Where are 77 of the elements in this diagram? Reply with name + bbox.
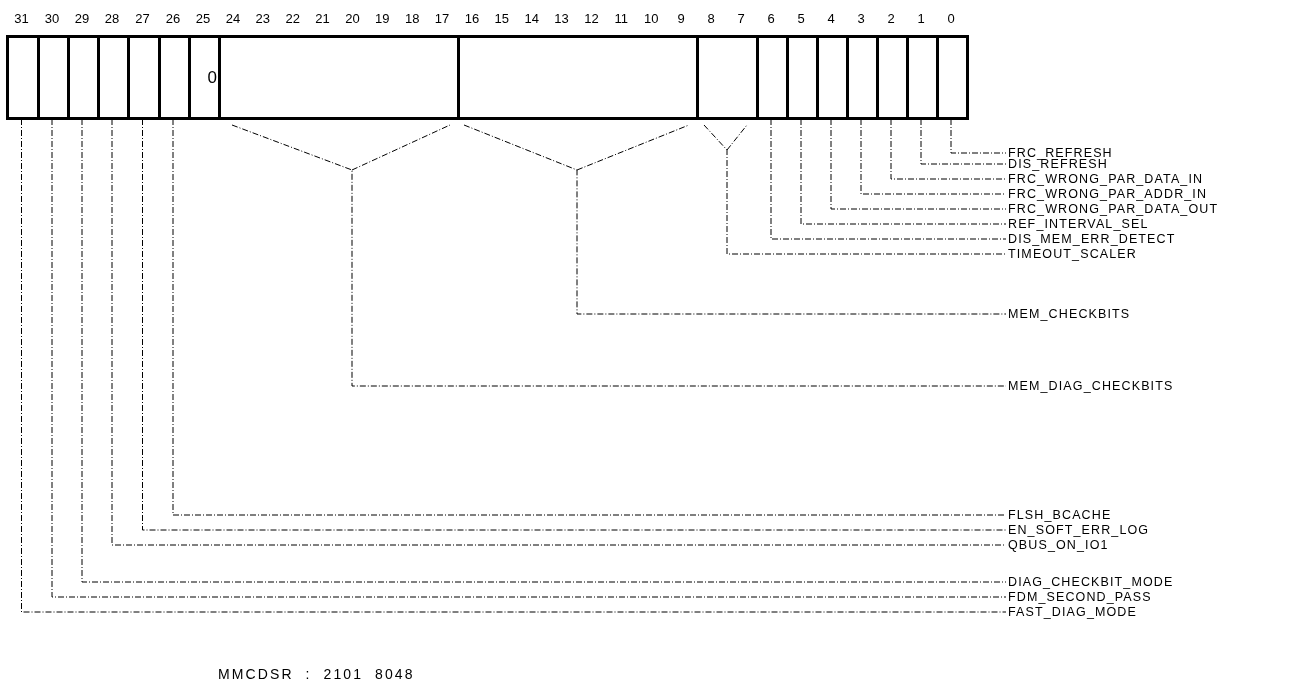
bit-number: 2 (887, 11, 895, 26)
leader-line (231, 124, 1007, 387)
leader-line (920, 118, 1007, 165)
bit-number: 8 (707, 11, 715, 26)
bit-number: 27 (135, 11, 150, 26)
field-name: EN_SOFT_ERR_LOG (1008, 523, 1150, 537)
leader-line (890, 118, 1007, 180)
bit-number: 22 (285, 11, 300, 26)
bit-number: 7 (737, 11, 745, 26)
bit-number: 30 (44, 11, 60, 26)
bit-number: 21 (315, 11, 330, 26)
field-name: DIS_REFRESH (1008, 157, 1108, 171)
bit-number: 18 (404, 11, 420, 26)
bit-field-cell (816, 35, 846, 120)
field-name: FDM_SECOND_PASS (1008, 590, 1152, 604)
bit-number: 4 (827, 11, 835, 26)
leader-line (860, 118, 1007, 195)
bit-number: 23 (255, 11, 271, 26)
bit-number: 26 (165, 11, 181, 26)
bit-number: 13 (554, 11, 569, 26)
field-name: FLSH_BCACHE (1008, 508, 1112, 522)
bit-number: 28 (104, 11, 120, 26)
bit-number: 29 (74, 11, 90, 26)
bit-number: 15 (494, 11, 510, 26)
leader-line (703, 124, 1007, 255)
bit-field-cell (846, 35, 876, 120)
field-name: QBUS_ON_IO1 (1008, 538, 1109, 552)
bit-number: 12 (584, 11, 599, 26)
field-name: FAST_DIAG_MODE (1008, 605, 1137, 619)
bit-field-cell (67, 35, 97, 120)
bit-field-cell (37, 35, 67, 120)
bit-field-cell (158, 35, 188, 120)
leader-line (830, 118, 1007, 210)
bit-number: 1 (917, 11, 925, 26)
bit-field-cell (876, 35, 906, 120)
bit-number: 14 (524, 11, 539, 26)
field-name: FRC_WRONG_PAR_ADDR_IN (1008, 187, 1208, 201)
bit-number: 25 (195, 11, 211, 26)
field-name: MEM_DIAG_CHECKBITS (1008, 379, 1174, 393)
bit-field-cell (6, 35, 37, 120)
bit-number: 16 (464, 11, 480, 26)
bit-field-cell (218, 35, 457, 120)
bit-field-cell (188, 35, 218, 120)
bit-number: 19 (375, 11, 390, 26)
reset-value: 0 (207, 67, 218, 88)
bit-number: 3 (857, 11, 865, 26)
bit-number: 9 (677, 11, 685, 26)
bit-field-cell (906, 35, 936, 120)
bit-number: 10 (643, 11, 659, 26)
field-name: FRC_REFRESH (1008, 146, 1113, 160)
bit-number: 24 (225, 11, 241, 26)
field-name: DIS_MEM_ERR_DETECT (1008, 232, 1176, 246)
field-name: FRC_WRONG_PAR_DATA_IN (1008, 172, 1204, 186)
leader-line (800, 118, 1007, 225)
bit-field-cell (936, 35, 969, 120)
bit-number: 11 (614, 11, 629, 26)
register-caption: MMCDSR : 2101 8048 (218, 666, 415, 682)
bit-number: 31 (14, 11, 29, 26)
field-name: DIAG_CHECKBIT_MODE (1008, 575, 1174, 589)
bit-field-cell (97, 35, 127, 120)
bit-field-cell (696, 35, 756, 120)
leader-line (463, 124, 1007, 315)
bit-field-cell (756, 35, 786, 120)
leader-line (950, 118, 1007, 154)
bit-number: 17 (434, 11, 450, 26)
bit-field-cell (786, 35, 816, 120)
field-name: MEM_CHECKBITS (1008, 307, 1131, 321)
bit-number: 0 (947, 11, 955, 26)
bit-number: 5 (797, 11, 805, 26)
leader-line (770, 118, 1007, 240)
field-name: TIMEOUT_SCALER (1008, 247, 1137, 261)
bit-number: 6 (767, 11, 775, 26)
field-name: REF_INTERVAL_SEL (1008, 217, 1149, 231)
bit-field-cell (127, 35, 158, 120)
field-name: FRC_WRONG_PAR_DATA_OUT (1008, 202, 1219, 216)
bit-number: 20 (345, 11, 360, 26)
bit-field-cell (457, 35, 696, 120)
